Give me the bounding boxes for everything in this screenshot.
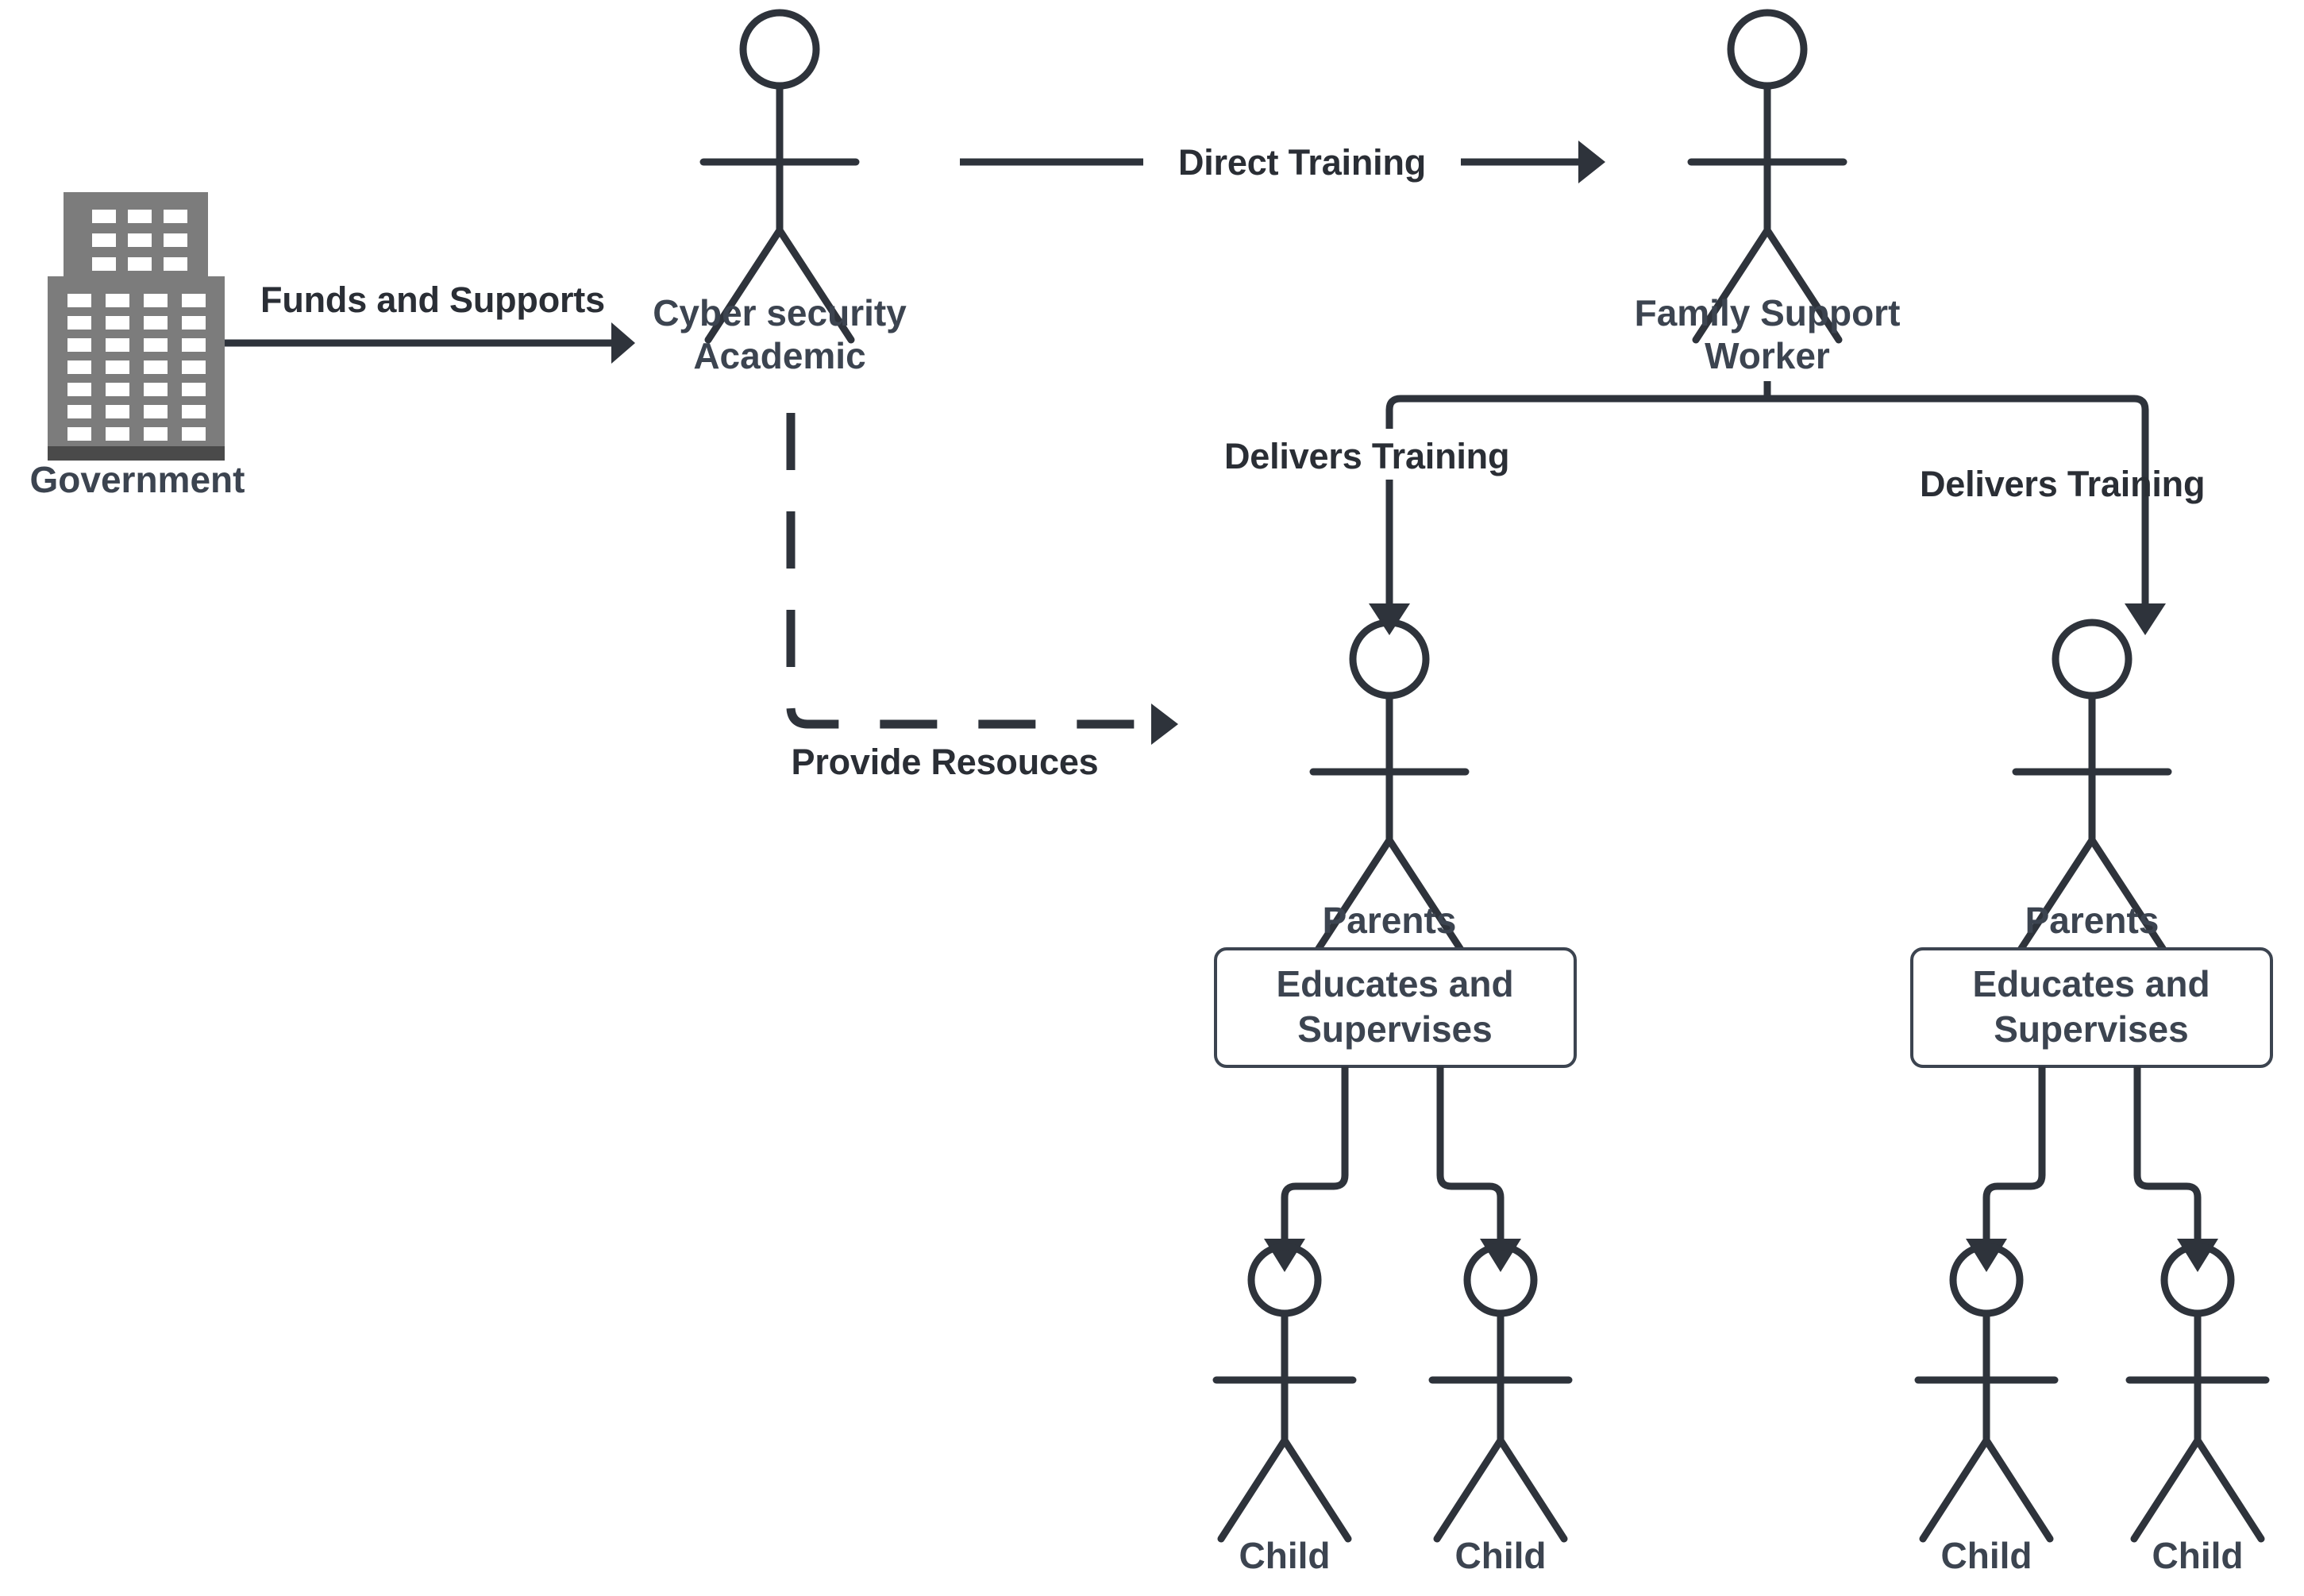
child-1-label: Child [1239,1535,1331,1576]
connector-parents-right-to-child-4 [2133,1066,2218,1272]
family-support-worker-label-line1: Family Support [1635,292,1901,333]
edge-provide-resources [786,413,1178,745]
edge-label-delivers-training-right: Delivers Training [1920,464,2205,504]
edge-label-backdrop-direct-training [1143,137,1461,187]
parents-right-label: Parents [2025,900,2160,941]
connector-parents-left-to-child-1 [1264,1066,1349,1272]
child-3-label: Child [1941,1535,2032,1576]
cyber-academic-label-line2: Academic [693,335,865,376]
node-cyber-security-academic [703,13,856,340]
box-educates-left-line2: Supervises [1297,1008,1492,1050]
edge-label-direct-training: Direct Training [1178,142,1426,183]
edge-funds-and-supports [225,322,635,364]
node-child-3 [1918,1247,2055,1539]
parents-left-label: Parents [1323,900,1457,941]
child-2-label: Child [1455,1535,1547,1576]
connector-parents-right-to-child-3 [1966,1066,2046,1272]
node-family-support-worker [1691,13,1844,340]
node-child-4 [2129,1247,2266,1539]
edge-label-backdrop-delivers-training-left [1223,429,1556,480]
edge-label-funds-and-supports: Funds and Supports [260,279,605,320]
connector-parents-left-to-child-2 [1436,1066,1521,1272]
node-child-2 [1432,1247,1569,1539]
box-educates-left-line1: Educates and [1276,963,1513,1004]
box-educates-right-line2: Supervises [1994,1008,2188,1050]
government-label: Government [30,459,245,500]
edge-delivers-training-branch [1369,381,2166,635]
box-educates-right-line1: Educates and [1972,963,2210,1004]
office-building-icon [48,192,225,461]
family-support-worker-label-line2: Worker [1705,335,1830,376]
edge-label-delivers-training-left: Delivers Training [1224,436,1509,476]
edge-label-provide-resources: Provide Resouces [792,742,1099,782]
cyber-academic-label-line1: Cyber security [653,292,907,333]
box-educates-supervises-right [1910,947,2273,1068]
box-educates-supervises-left [1214,947,1577,1068]
child-4-label: Child [2152,1535,2244,1576]
node-child-1 [1216,1247,1353,1539]
